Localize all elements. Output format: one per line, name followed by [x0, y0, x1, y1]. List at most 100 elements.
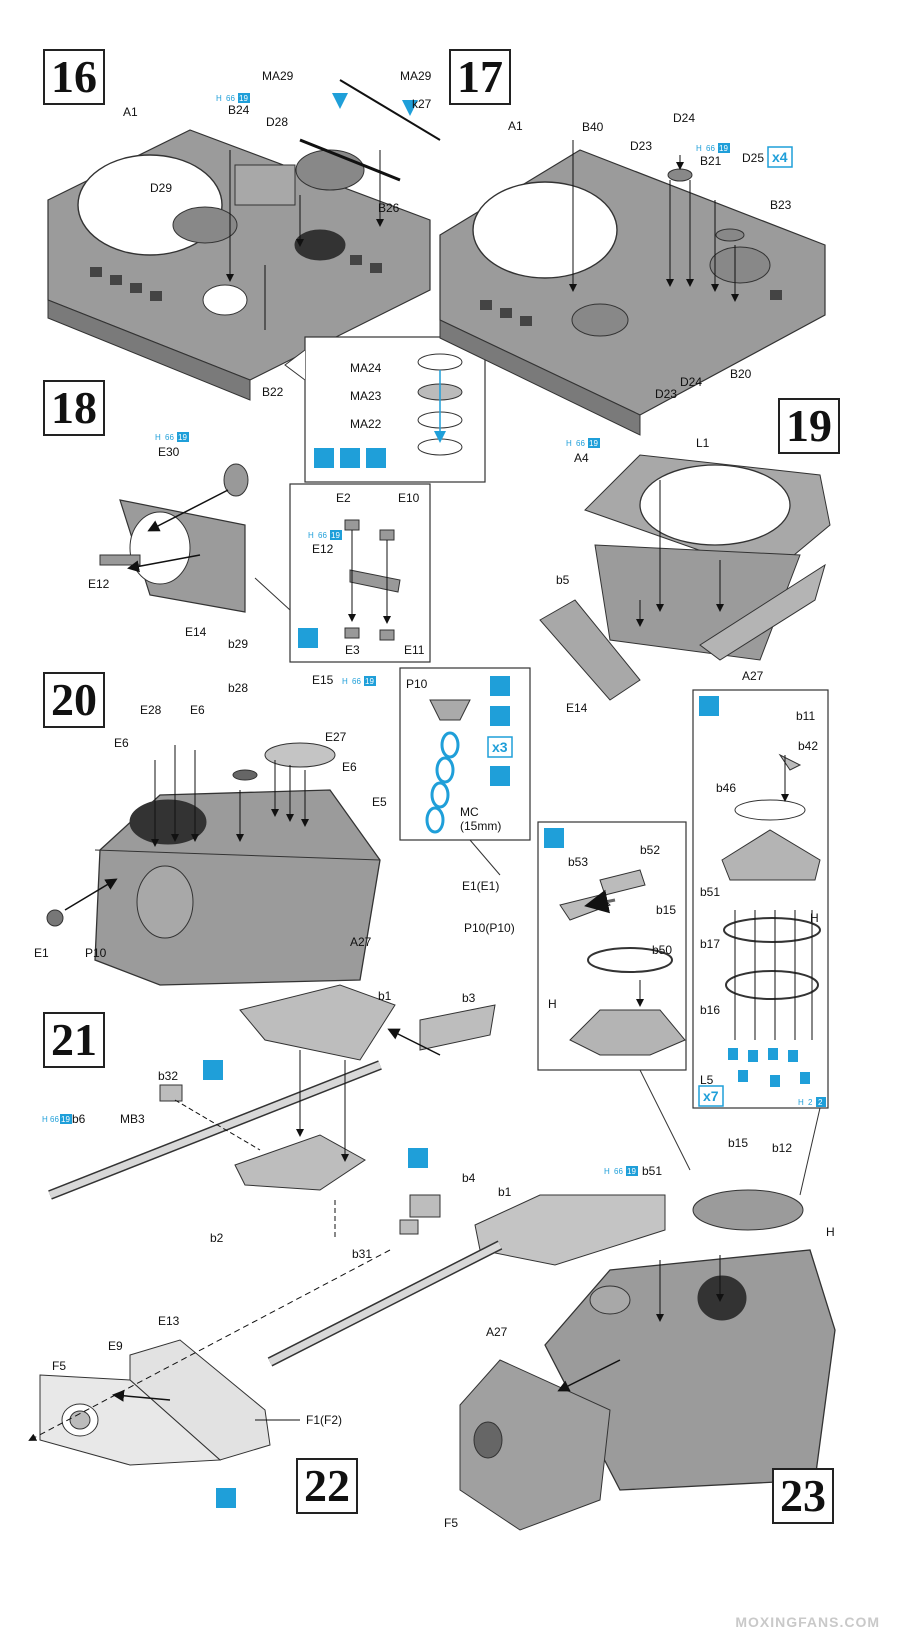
color-code-h: H — [604, 1167, 610, 1176]
color-code-tone: 19 — [239, 94, 248, 103]
label: E2 — [336, 491, 351, 505]
color-code-swatch — [364, 676, 376, 686]
label: B20 — [730, 367, 752, 381]
label: MA24 — [350, 361, 382, 375]
label: E28 — [140, 703, 162, 717]
color-code-swatch — [626, 1166, 638, 1176]
watermark: MOXINGFANS.COM — [735, 1614, 880, 1630]
label: b31 — [352, 1247, 372, 1261]
label: k27 — [412, 97, 432, 111]
label: b15 — [728, 1136, 748, 1150]
label: E15 — [312, 673, 334, 687]
label: b50 — [652, 943, 672, 957]
label: A4 — [574, 451, 589, 465]
color-code-tone: 19 — [61, 1115, 70, 1124]
label: E12 — [88, 577, 110, 591]
label: b2 — [210, 1231, 224, 1245]
color-code-tone: 2 — [818, 1098, 823, 1107]
label: B26 — [378, 201, 400, 215]
color-code-number: 66 — [706, 144, 715, 153]
part-labels: MA29 MA29 k27 A1 B24 D28 D29 B26 B22 MA2… — [34, 69, 835, 1530]
label: A27 — [742, 669, 764, 683]
label: b4 — [462, 1171, 476, 1185]
label: L1 — [696, 436, 710, 450]
label: b46 — [716, 781, 736, 795]
color-code-swatch — [60, 1114, 72, 1124]
color-code-swatch — [330, 530, 342, 540]
label: b16 — [700, 1003, 720, 1017]
label: D29 — [150, 181, 172, 195]
step16-drawing — [47, 79, 441, 401]
label: b51 — [642, 1164, 662, 1178]
step18-inset — [254, 483, 431, 663]
step-number-18: 18 — [43, 380, 105, 436]
color-code-h: H — [308, 531, 314, 540]
quantity-badge — [698, 1085, 724, 1107]
label: b17 — [700, 937, 720, 951]
label: b12 — [772, 1141, 792, 1155]
color-code-number: 66 — [576, 439, 585, 448]
label: b32 — [158, 1069, 178, 1083]
step-number-19: 19 — [778, 398, 840, 454]
label: E6 — [190, 703, 205, 717]
color-code-tone: 19 — [627, 1167, 636, 1176]
quantity-badge — [767, 146, 793, 168]
label: b1 — [378, 989, 392, 1003]
label: E27 — [325, 730, 347, 744]
label: A27 — [486, 1325, 508, 1339]
color-code-swatch — [816, 1097, 826, 1107]
color-code-tone: 19 — [331, 531, 340, 540]
label: H — [826, 1225, 835, 1239]
label: MA29 — [400, 69, 432, 83]
label: E13 — [158, 1314, 180, 1328]
quantity-badge — [487, 736, 513, 758]
label: E14 — [566, 701, 588, 715]
label: MC — [460, 805, 479, 819]
label: b42 — [798, 739, 818, 753]
step-number-16: 16 — [43, 49, 105, 105]
label: MA23 — [350, 389, 382, 403]
step23-drawing — [267, 689, 836, 1531]
step-number-23: 23 — [772, 1468, 834, 1524]
label: E11 — [404, 643, 425, 657]
label: B22 — [262, 385, 284, 399]
color-code-tone: 19 — [365, 677, 374, 686]
label: H — [548, 997, 557, 1011]
step19-drawing — [539, 454, 831, 701]
color-code-swatch — [718, 143, 730, 153]
label: E5 — [372, 795, 387, 809]
label: P10 — [406, 677, 428, 691]
label: H — [810, 911, 819, 925]
label: E3 — [345, 643, 360, 657]
label: b3 — [462, 991, 476, 1005]
label: MA29 — [262, 69, 294, 83]
label: B24 — [228, 103, 250, 117]
label: b11 — [796, 709, 815, 723]
label: b15 — [656, 903, 676, 917]
label: L5 — [700, 1073, 714, 1087]
label: D24 — [680, 375, 702, 389]
step-number-20: 20 — [43, 672, 105, 728]
label: b53 — [568, 855, 588, 869]
color-code-number: 2 — [808, 1098, 813, 1107]
label: P10(P10) — [464, 921, 515, 935]
color-code-number: 66 — [318, 531, 327, 540]
color-code-h: H — [798, 1098, 804, 1107]
step21-drawing — [48, 984, 496, 1240]
step20-drawing — [46, 742, 381, 986]
step-number-17: 17 — [449, 49, 511, 105]
label: b6 — [72, 1112, 86, 1126]
label: B40 — [582, 120, 604, 134]
color-code-tone: 19 — [589, 439, 598, 448]
label: F5 — [444, 1516, 458, 1530]
label: B23 — [770, 198, 792, 212]
label: E9 — [108, 1339, 123, 1353]
label: E12 — [312, 542, 334, 556]
label: E6 — [342, 760, 357, 774]
label: A1 — [508, 119, 523, 133]
label: b29 — [228, 637, 248, 651]
label: E10 — [398, 491, 420, 505]
label: b5 — [556, 573, 570, 587]
label: F5 — [52, 1359, 66, 1373]
